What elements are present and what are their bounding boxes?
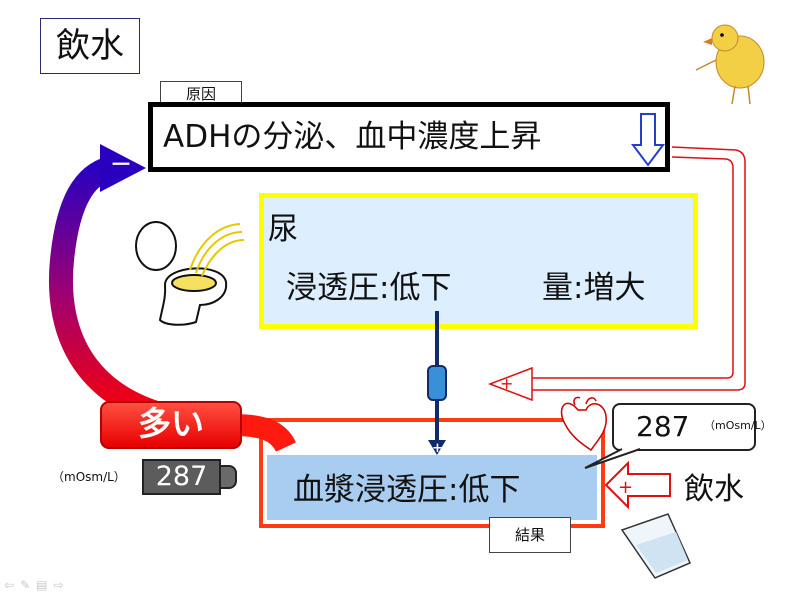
callout-pointer xyxy=(584,448,641,469)
water-intake-arrow: + xyxy=(604,460,671,510)
blood-plasma-box: 血漿浸透圧:低下 xyxy=(259,418,605,528)
down-arrow-icon xyxy=(631,113,665,167)
water-intake-label: 飲水 xyxy=(684,472,744,507)
many-label: 多い xyxy=(100,401,242,449)
chick-icon xyxy=(695,24,765,105)
feedback-minus-sign: － xyxy=(110,153,132,178)
pen-icon[interactable]: ✎ xyxy=(20,578,37,592)
result-tag: 結果 xyxy=(489,517,571,553)
blood-plasma-fill xyxy=(267,455,597,520)
prev-arrow-icon[interactable]: ⇦ xyxy=(4,578,21,592)
heart-icon xyxy=(560,396,607,452)
callout-unit: （mOsm/L） xyxy=(704,419,772,432)
outline-feedback-arrow xyxy=(487,146,746,402)
svg-text:+: + xyxy=(432,441,443,456)
meter-unit: （mOsm/L） xyxy=(52,470,126,484)
menu-icon[interactable]: ▤ xyxy=(36,578,54,592)
svg-text:+: + xyxy=(618,477,633,498)
next-arrow-icon[interactable]: ⇨ xyxy=(53,578,70,592)
callout-value: 287 xyxy=(636,410,690,443)
urine-osmotic-text: 浸透圧:低下 xyxy=(286,270,452,306)
many-label-text: 多い xyxy=(138,404,204,443)
urine-volume-text: 量:増大 xyxy=(542,270,646,306)
osmolality-meter: 287 xyxy=(142,459,221,495)
meter-value: 287 xyxy=(155,461,208,492)
adh-box: ADHの分泌、血中濃度上昇 xyxy=(148,102,670,172)
syringe-connector-icon: + xyxy=(427,311,447,456)
urine-heading: 尿 xyxy=(268,212,298,247)
urine-box: 尿 浸透圧:低下 量:増大 xyxy=(259,193,698,329)
slide-nav-icons[interactable]: ⇦✎▤⇨ xyxy=(4,578,70,592)
water-glass-icon xyxy=(620,513,691,579)
outline-arrow-plus: + xyxy=(500,374,513,393)
meter-cap xyxy=(219,465,237,489)
blood-plasma-text: 血漿浸透圧:低下 xyxy=(293,472,521,508)
toilet-icon xyxy=(135,221,245,326)
adh-box-text: ADHの分泌、血中濃度上昇 xyxy=(163,119,542,155)
page-title: 飲水 xyxy=(40,18,140,74)
osmolality-callout: 287 （mOsm/L） xyxy=(612,403,772,451)
